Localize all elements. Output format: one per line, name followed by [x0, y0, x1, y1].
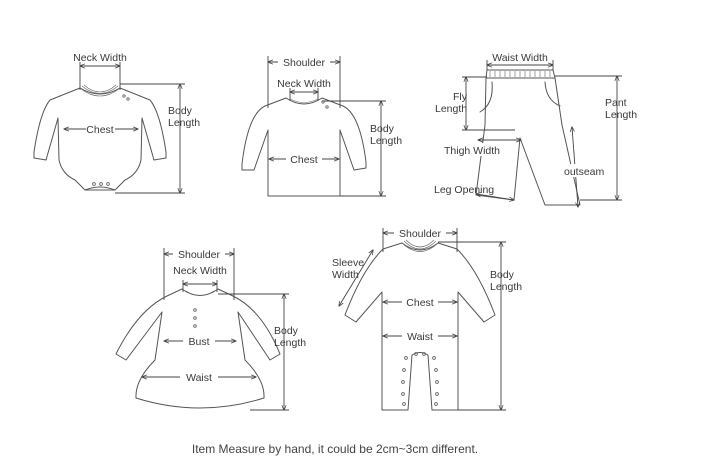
romper-sleeve-width-label-1: Sleeve [332, 257, 364, 269]
shirt-shoulder-label: Shoulder [283, 57, 326, 69]
pants-leg-opening-measure: Leg Opening [434, 184, 514, 200]
pants-waist-width-measure: Waist Width [487, 52, 553, 70]
pants-fly-length-label-2: Length [435, 103, 467, 115]
dress-neck-width-label: Neck Width [173, 265, 227, 277]
onesie-chest-label: Chest [86, 124, 114, 136]
onesie-chest-measure: Chest [64, 124, 138, 136]
pants-fly-length-label-1: Fly [453, 91, 468, 103]
shirt-body-length-measure: Body Length [322, 101, 402, 196]
shirt-body-length-label-1: Body [370, 123, 395, 135]
romper-body-length-measure: Body Length [438, 242, 522, 410]
pants-pant-length-measure: Pant Length [555, 76, 637, 200]
pants-outseam-label: outseam [564, 166, 605, 178]
dress-garment [115, 288, 281, 409]
romper-sleeve-width-measure: Sleeve Width [332, 250, 373, 306]
onesie-garment [33, 84, 167, 191]
romper-chest-measure: Chest [383, 297, 457, 309]
romper-garment [344, 239, 496, 411]
pants-fly-length-measure: Fly Length [435, 77, 515, 130]
shirt-body-length-label-2: Length [370, 135, 402, 147]
pants-garment [475, 69, 581, 206]
shirt-garment [241, 97, 367, 197]
romper-chest-label: Chest [406, 297, 434, 309]
dress-body-length-label-1: Body [274, 325, 299, 337]
dress-neck-width-measure: Neck Width [173, 265, 227, 292]
pants-waist-width-label: Waist Width [492, 52, 548, 64]
dress-shoulder-measure: Shoulder [164, 247, 234, 300]
dress-waist-measure: Waist [142, 372, 256, 384]
shirt-chest-label: Chest [290, 154, 318, 166]
dress-waist-label: Waist [186, 372, 212, 384]
dress-body-length-measure: Body Length [218, 294, 306, 410]
shirt-chest-measure: Chest [269, 154, 339, 166]
dress-bust-label: Bust [188, 336, 209, 348]
onesie-neck-width-label: Neck Width [73, 52, 127, 64]
onesie-body-length-label-2: Length [168, 117, 200, 129]
romper-waist-measure: Waist [383, 331, 457, 343]
romper-shoulder-measure: Shoulder [383, 226, 457, 252]
dress-bust-measure: Bust [164, 336, 236, 348]
pants-pant-length-label-2: Length [605, 109, 637, 121]
onesie-body-length-label-1: Body [168, 105, 193, 117]
pants-outseam-measure: outseam [563, 127, 607, 207]
dress-body-length-label-2: Length [274, 337, 306, 349]
pants-thigh-width-label: Thigh Width [444, 145, 500, 157]
pants-leg-opening-label: Leg Opening [434, 184, 494, 196]
onesie-body-length-measure: Body Length [115, 84, 200, 193]
romper-waist-label: Waist [407, 331, 433, 343]
footer-note: Item Measure by hand, it could be 2cm~3c… [192, 442, 478, 456]
romper-sleeve-width-label-2: Width [332, 269, 359, 281]
pants-thigh-width-measure: Thigh Width [443, 140, 521, 157]
romper-body-length-label-1: Body [490, 269, 515, 281]
romper-shoulder-label: Shoulder [399, 228, 442, 240]
dress-shoulder-label: Shoulder [178, 249, 221, 261]
pants-pant-length-label-1: Pant [605, 97, 627, 109]
shirt-neck-width-label: Neck Width [277, 78, 331, 90]
shirt-neck-width-measure: Neck Width [277, 78, 331, 100]
romper-body-length-label-2: Length [490, 281, 522, 293]
shirt-shoulder-measure: Shoulder [268, 55, 340, 108]
onesie-neck-width-measure: Neck Width [73, 52, 127, 90]
